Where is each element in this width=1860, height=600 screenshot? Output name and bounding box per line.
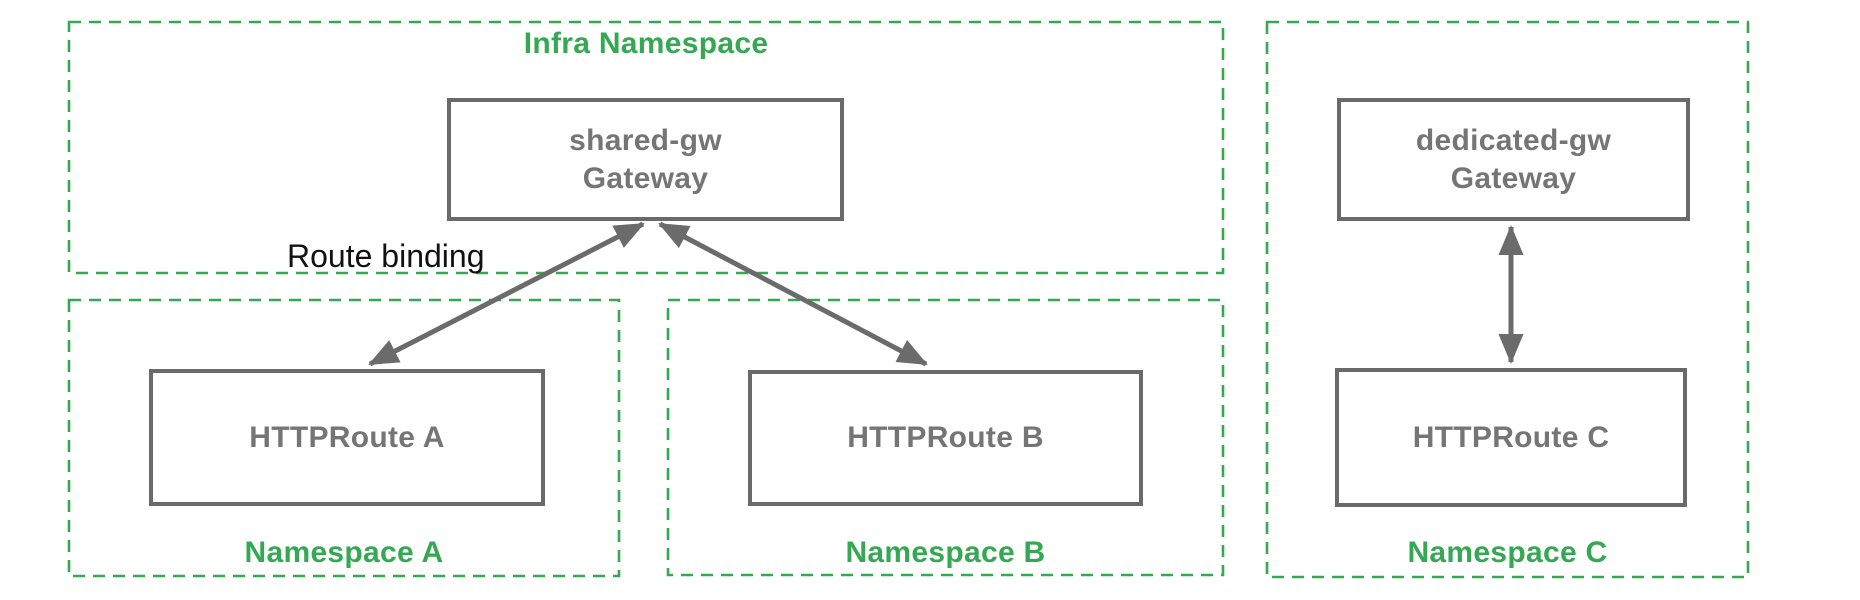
shared-gw-name: shared-gw xyxy=(569,123,722,157)
namespace-c-label: Namespace C xyxy=(1407,536,1608,569)
httproute-c-node: HTTPRoute C xyxy=(1335,368,1687,507)
route-binding-annotation: Route binding xyxy=(287,238,485,274)
infra-namespace-label: Infra Namespace xyxy=(523,27,769,60)
route-a-binding-arrow xyxy=(368,221,645,367)
infra-namespace-boundary xyxy=(67,20,1225,275)
httproute-c-label: HTTPRoute C xyxy=(1412,420,1610,454)
httproute-b-node: HTTPRoute B xyxy=(748,370,1143,506)
shared-gw-kind: Gateway xyxy=(582,161,709,195)
shared-gw-gateway-node: shared-gw Gateway xyxy=(447,98,844,221)
namespace-a-label: Namespace A xyxy=(244,536,444,569)
httproute-a-label: HTTPRoute A xyxy=(249,420,445,454)
httproute-b-label: HTTPRoute B xyxy=(847,421,1044,454)
namespace-b-label: Namespace B xyxy=(845,536,1046,569)
route-b-binding-arrow xyxy=(658,221,928,367)
namespace-b-boundary xyxy=(666,298,1225,577)
dedicated-gw-gateway-node: dedicated-gw Gateway xyxy=(1337,98,1690,221)
httproute-a-node: HTTPRoute A xyxy=(149,369,545,506)
dedicated-gw-kind: Gateway xyxy=(1450,161,1577,195)
namespace-c-boundary xyxy=(1265,20,1750,579)
namespace-a-boundary xyxy=(67,298,621,578)
dedicated-gw-name: dedicated-gw xyxy=(1415,123,1612,157)
